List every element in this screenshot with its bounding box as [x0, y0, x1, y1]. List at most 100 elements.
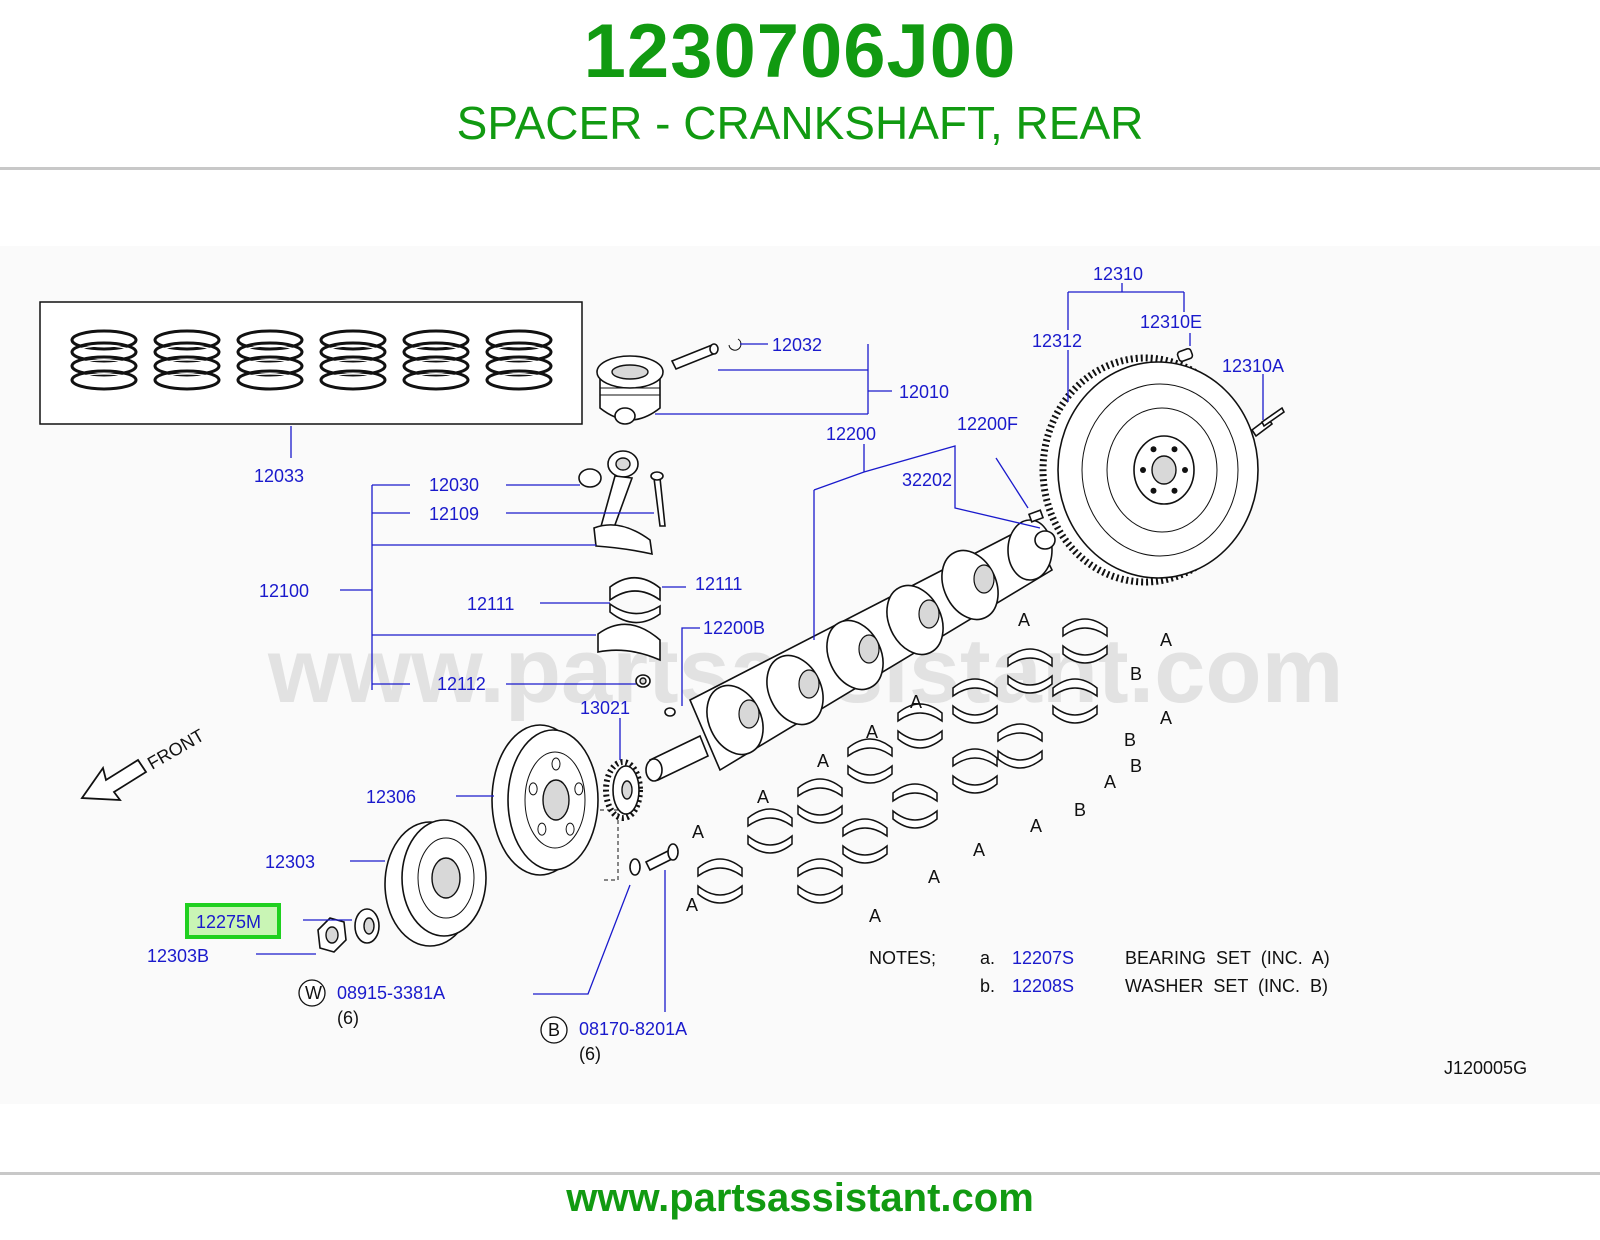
main-bearing-shell[interactable] — [952, 678, 998, 724]
callout-08170-8201A[interactable]: 08170-8201A — [579, 1019, 687, 1039]
bearing-letter-label: B — [1074, 800, 1086, 820]
callout-12310E[interactable]: 12310E — [1140, 312, 1202, 332]
piston-ring-set-box[interactable] — [39, 301, 583, 425]
bearing-letter-label: B — [1130, 664, 1142, 684]
piston[interactable] — [596, 355, 664, 425]
highlight-box — [185, 903, 281, 939]
note-b-description: WASHER SET (INC. B) — [1125, 976, 1328, 996]
main-bearing-shell[interactable] — [952, 748, 998, 794]
damper-bolt-hole — [551, 757, 561, 771]
note-a-marker: a. — [980, 948, 995, 968]
callout-12303B[interactable]: 12303B — [147, 946, 209, 966]
callout-12306[interactable]: 12306 — [366, 787, 416, 807]
pulley-bolt[interactable] — [644, 843, 679, 872]
crank-web-3 — [826, 619, 884, 691]
bearing-letter-label: A — [866, 722, 878, 742]
callout-12111-upper[interactable]: 12111 — [695, 574, 742, 594]
footer-divider — [0, 1172, 1600, 1175]
callout-12310[interactable]: 12310 — [1093, 264, 1143, 284]
callout-12109[interactable]: 12109 — [429, 504, 479, 524]
bearing-letter-label: A — [1104, 772, 1116, 792]
flywheel-bolt[interactable] — [1250, 406, 1286, 438]
bearing-letter-label: B — [1124, 730, 1136, 750]
main-bearing-shell[interactable] — [797, 858, 843, 904]
callout-12275M-highlighted[interactable]: 12275M — [196, 912, 261, 932]
main-bearing-shell[interactable] — [697, 858, 743, 904]
callout-12112[interactable]: 12112 — [437, 674, 486, 694]
callout-12010[interactable]: 12010 — [899, 382, 949, 402]
dowel-12200F[interactable] — [1027, 509, 1045, 523]
callout-08915-3381A[interactable]: 08915-3381A — [337, 983, 445, 1003]
piston-ring-4 — [319, 329, 387, 391]
pilot-bushing[interactable] — [1034, 530, 1056, 550]
callout-12200[interactable]: 12200 — [826, 424, 876, 444]
bearing-letter-label: A — [757, 787, 769, 807]
main-bearing-shell[interactable] — [897, 703, 943, 749]
bolt-prefix-circle — [540, 1016, 568, 1044]
connecting-rod[interactable] — [578, 450, 666, 556]
main-bearing-shell[interactable] — [892, 783, 938, 829]
main-bearing-shell[interactable] — [997, 723, 1043, 769]
bolt-quantity: (6) — [579, 1044, 601, 1064]
bearing-letter-label: A — [1030, 816, 1042, 836]
bearing-letter-label: A — [817, 751, 829, 771]
piston-ring-1 — [70, 329, 138, 391]
pulley-washer[interactable] — [629, 858, 641, 876]
callout-32202[interactable]: 32202 — [902, 470, 952, 490]
callout-12200F[interactable]: 12200F — [957, 414, 1018, 434]
main-bearing-shell[interactable] — [847, 738, 893, 784]
rod-bearing-upper[interactable] — [609, 576, 661, 624]
callout-12033[interactable]: 12033 — [254, 466, 304, 486]
callout-12303[interactable]: 12303 — [265, 852, 315, 872]
crankshaft-damper[interactable] — [491, 724, 619, 881]
flywheel[interactable] — [1039, 354, 1259, 586]
bearing-letter-label: A — [928, 867, 940, 887]
main-bearing-shell[interactable] — [1007, 648, 1053, 694]
notes-heading: NOTES; — [869, 948, 936, 968]
flywheel-bolt-hole — [1140, 467, 1146, 473]
callout-12030[interactable]: 12030 — [429, 475, 479, 495]
bearing-letter-label: A — [686, 895, 698, 915]
crankshaft-sprocket[interactable] — [603, 759, 643, 821]
crankshaft-rear-spacer[interactable] — [354, 908, 380, 944]
snap-ring[interactable] — [728, 338, 742, 351]
crankshaft[interactable] — [645, 519, 1054, 782]
main-bearing-shell[interactable] — [842, 818, 888, 864]
main-bearing-shell[interactable] — [747, 808, 793, 854]
dowel-pin-12200B[interactable] — [664, 707, 676, 717]
flywheel-bolt-hole — [1150, 487, 1157, 494]
main-bearing-shell[interactable] — [1052, 678, 1098, 724]
callout-12200B[interactable]: 12200B — [703, 618, 765, 638]
washer-prefix: W — [305, 983, 322, 1003]
flywheel-bolt-hole — [1182, 467, 1188, 473]
front-label: FRONT — [144, 725, 208, 773]
callout-12100[interactable]: 12100 — [259, 581, 309, 601]
rod-cap[interactable] — [597, 623, 661, 662]
bearing-letter-label: A — [1160, 708, 1172, 728]
crank-web-4 — [886, 584, 944, 656]
bearing-letter-label: A — [973, 840, 985, 860]
crankshaft-pulley[interactable] — [384, 819, 487, 947]
main-bearing-shell[interactable] — [1062, 618, 1108, 664]
callout-12310A[interactable]: 12310A — [1222, 356, 1284, 376]
drawing-code: J120005G — [1444, 1058, 1527, 1078]
rod-nut[interactable] — [635, 674, 651, 688]
crank-web-5 — [941, 549, 999, 621]
bearing-letter-label: A — [692, 822, 704, 842]
footer-url[interactable]: www.partsassistant.com — [566, 1176, 1034, 1220]
callout-12312[interactable]: 12312 — [1032, 331, 1082, 351]
piston-ring-2 — [153, 329, 221, 391]
callout-12032[interactable]: 12032 — [772, 335, 822, 355]
front-arrow-icon — [80, 758, 148, 801]
crankshaft-pulley-nut[interactable] — [317, 917, 347, 953]
note-b-part[interactable]: 12208S — [1012, 976, 1074, 996]
main-bearing-shell[interactable] — [797, 778, 843, 824]
flywheel-dowel[interactable] — [1176, 347, 1194, 363]
note-a-part[interactable]: 12207S — [1012, 948, 1074, 968]
damper-bolt-hole — [528, 782, 538, 796]
piston-pin[interactable] — [670, 343, 719, 371]
bearing-letter-label: A — [1160, 630, 1172, 650]
callout-12111-lower[interactable]: 12111 — [467, 594, 514, 614]
callout-13021[interactable]: 13021 — [580, 698, 630, 718]
